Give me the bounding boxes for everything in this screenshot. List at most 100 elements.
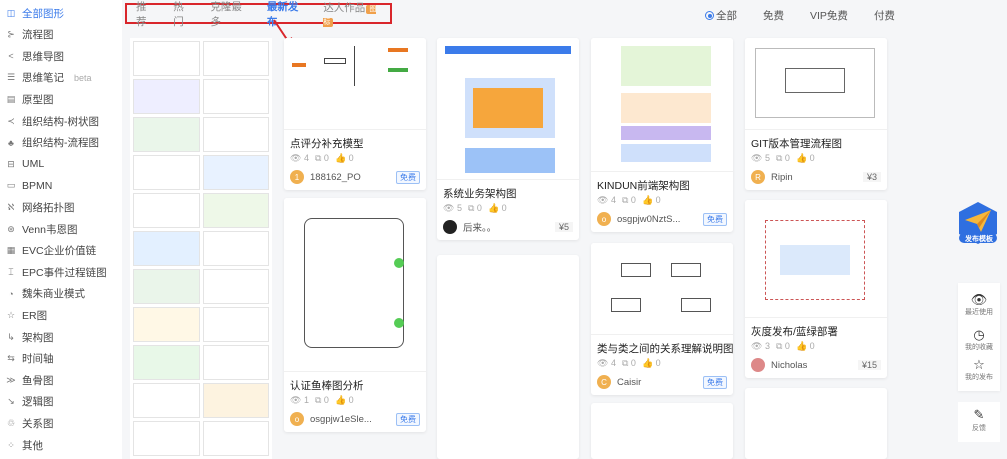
star-icon: ☆ bbox=[973, 357, 985, 372]
template-card[interactable]: 灰度发布/蓝绿部署 👁 3 ⧉ 0 👍 0 Nicholas¥15 bbox=[745, 200, 887, 378]
clones-count: 0 bbox=[323, 395, 329, 405]
clones-stat: ⧉ 0 bbox=[776, 341, 790, 352]
filter-vip-free[interactable]: VIP免费 bbox=[810, 10, 848, 22]
my-published-button[interactable]: ☆我的发布 bbox=[958, 358, 1000, 382]
template-thumbnail[interactable] bbox=[745, 200, 887, 318]
tab-latest[interactable]: 最新发布 bbox=[266, 0, 299, 28]
sidebar-item[interactable]: ≫鱼骨图 bbox=[6, 371, 53, 389]
sidebar-item-label: 组织结构-流程图 bbox=[22, 137, 99, 150]
sidebar-item-label: Venn韦恩图 bbox=[22, 223, 78, 236]
preview-thumbnail bbox=[202, 307, 269, 342]
tab-expert-works[interactable]: 达人作品图标 bbox=[314, 0, 390, 27]
sidebar-item[interactable]: ⌶EPC事件过程链图 bbox=[6, 263, 106, 281]
sidebar-item[interactable]: ⇆ 时间轴 bbox=[6, 350, 54, 368]
free-badge: 免费 bbox=[396, 412, 420, 426]
template-thumbnail[interactable] bbox=[591, 243, 733, 335]
template-thumbnail[interactable] bbox=[284, 38, 426, 130]
clones-count: 0 bbox=[630, 195, 636, 205]
template-thumbnail[interactable] bbox=[745, 38, 887, 130]
sidebar-item[interactable]: ◔魏朱商业模式 bbox=[6, 285, 85, 303]
thumbs-up-icon: 👍 bbox=[334, 153, 347, 163]
tab-label: 达人作品 bbox=[323, 2, 366, 14]
template-title[interactable]: 系统业务架构图 bbox=[443, 188, 517, 200]
sidebar-item[interactable]: ⊟UML bbox=[6, 155, 44, 173]
filter-paid[interactable]: 付费 bbox=[873, 10, 895, 22]
uml-icon: ⊟ bbox=[7, 158, 15, 169]
sidebar-item-label: 时间轴 bbox=[22, 353, 54, 366]
my-favorites-button[interactable]: ◷我的收藏 bbox=[958, 328, 1000, 352]
likes-count: 0 bbox=[501, 203, 507, 213]
tab-hot[interactable]: 热门 bbox=[173, 0, 184, 28]
thumbs-up-icon: 👍 bbox=[334, 395, 347, 405]
template-title[interactable]: 认证鱼棒图分析 bbox=[290, 380, 364, 392]
sidebar-item-label: BPMN bbox=[22, 179, 53, 192]
template-author[interactable]: 后来。。¥5 bbox=[443, 220, 573, 234]
sidebar-item[interactable]: ≺组织结构-树状图 bbox=[6, 112, 99, 130]
template-stats: 👁 4 ⧉ 0 👍 0 bbox=[597, 358, 661, 369]
sidebar-item[interactable]: ☆ER图 bbox=[6, 306, 47, 324]
radio-selected-icon bbox=[705, 11, 714, 20]
template-thumbnail[interactable] bbox=[591, 38, 733, 172]
template-stats: 👁 4 ⧉ 0 👍 0 bbox=[597, 195, 661, 206]
quick-tools-panel: 👁最近使用 ◷我的收藏 ☆我的发布 bbox=[958, 283, 1000, 391]
sidebar-item[interactable]: ⁘其他 bbox=[6, 436, 43, 454]
tab-most-cloned[interactable]: 克隆最多 bbox=[210, 0, 242, 28]
sidebar-item[interactable]: ♣组织结构-流程图 bbox=[6, 134, 99, 152]
views-stat: 👁 5 bbox=[443, 203, 462, 214]
clones-stat: ⧉ 0 bbox=[622, 195, 636, 206]
template-title[interactable]: 灰度发布/蓝绿部署 bbox=[751, 326, 838, 338]
likes-stat: 👍 0 bbox=[335, 395, 354, 406]
filter-free[interactable]: 免费 bbox=[763, 10, 784, 22]
template-card-partial[interactable] bbox=[745, 388, 887, 459]
sidebar-item[interactable]: ▦EVC企业价值链 bbox=[6, 242, 96, 260]
architecture-icon: ↳ bbox=[7, 331, 15, 342]
sidebar-item[interactable]: ↘逻辑图 bbox=[6, 393, 53, 411]
sidebar-item[interactable]: ◫全部图形 bbox=[6, 4, 64, 22]
likes-stat: 👍 0 bbox=[335, 153, 354, 164]
sidebar-item-label: ER图 bbox=[22, 309, 48, 322]
template-thumbnail[interactable] bbox=[284, 198, 426, 372]
sidebar-item[interactable]: ⊱流程图 bbox=[6, 26, 53, 44]
template-thumbnail[interactable] bbox=[437, 38, 579, 180]
tab-recommended[interactable]: 推荐 bbox=[136, 0, 147, 28]
template-title[interactable]: 类与类之间的关系理解说明图 bbox=[597, 343, 733, 355]
copy-icon: ⧉ bbox=[775, 341, 783, 351]
sidebar-item[interactable]: <思维导图 bbox=[6, 47, 64, 65]
filter-all[interactable]: 全部 bbox=[705, 8, 737, 23]
business-model-icon: ◔ bbox=[8, 288, 14, 299]
template-card-partial[interactable] bbox=[591, 403, 733, 459]
template-card-partial[interactable] bbox=[437, 255, 579, 459]
recent-used-button[interactable]: 👁最近使用 bbox=[958, 293, 1000, 317]
template-title[interactable]: KINDUN前端架构图 bbox=[597, 180, 690, 192]
sidebar-item[interactable]: ↳ 架构图 bbox=[6, 328, 54, 346]
sidebar-item[interactable]: ⊛Venn韦恩图 bbox=[6, 220, 77, 238]
timeline-icon: ⇆ bbox=[7, 353, 15, 364]
preview-thumbnail bbox=[202, 421, 269, 456]
preview-thumbnail bbox=[202, 193, 269, 228]
feedback-button[interactable]: ✎反馈 bbox=[958, 402, 1000, 442]
sidebar-item-label: 架构图 bbox=[22, 331, 54, 344]
sidebar-item[interactable]: ♲关系图 bbox=[6, 414, 54, 432]
template-title[interactable]: 点评分补充模型 bbox=[290, 138, 364, 150]
template-card[interactable]: 系统业务架构图 👁 5 ⧉ 0 👍 0 后来。。¥5 bbox=[437, 38, 579, 240]
avatar: 1 bbox=[290, 170, 304, 184]
template-title[interactable]: GIT版本管理流程图 bbox=[751, 138, 842, 150]
publish-template-button[interactable] bbox=[955, 200, 1001, 246]
edit-icon: ✎ bbox=[973, 407, 985, 422]
template-author[interactable]: Nicholas¥15 bbox=[751, 358, 881, 372]
sidebar-item[interactable]: ▭BPMN bbox=[6, 177, 53, 195]
sidebar-item[interactable]: ▤原型图 bbox=[6, 90, 54, 108]
template-collage-preview[interactable] bbox=[130, 38, 272, 459]
